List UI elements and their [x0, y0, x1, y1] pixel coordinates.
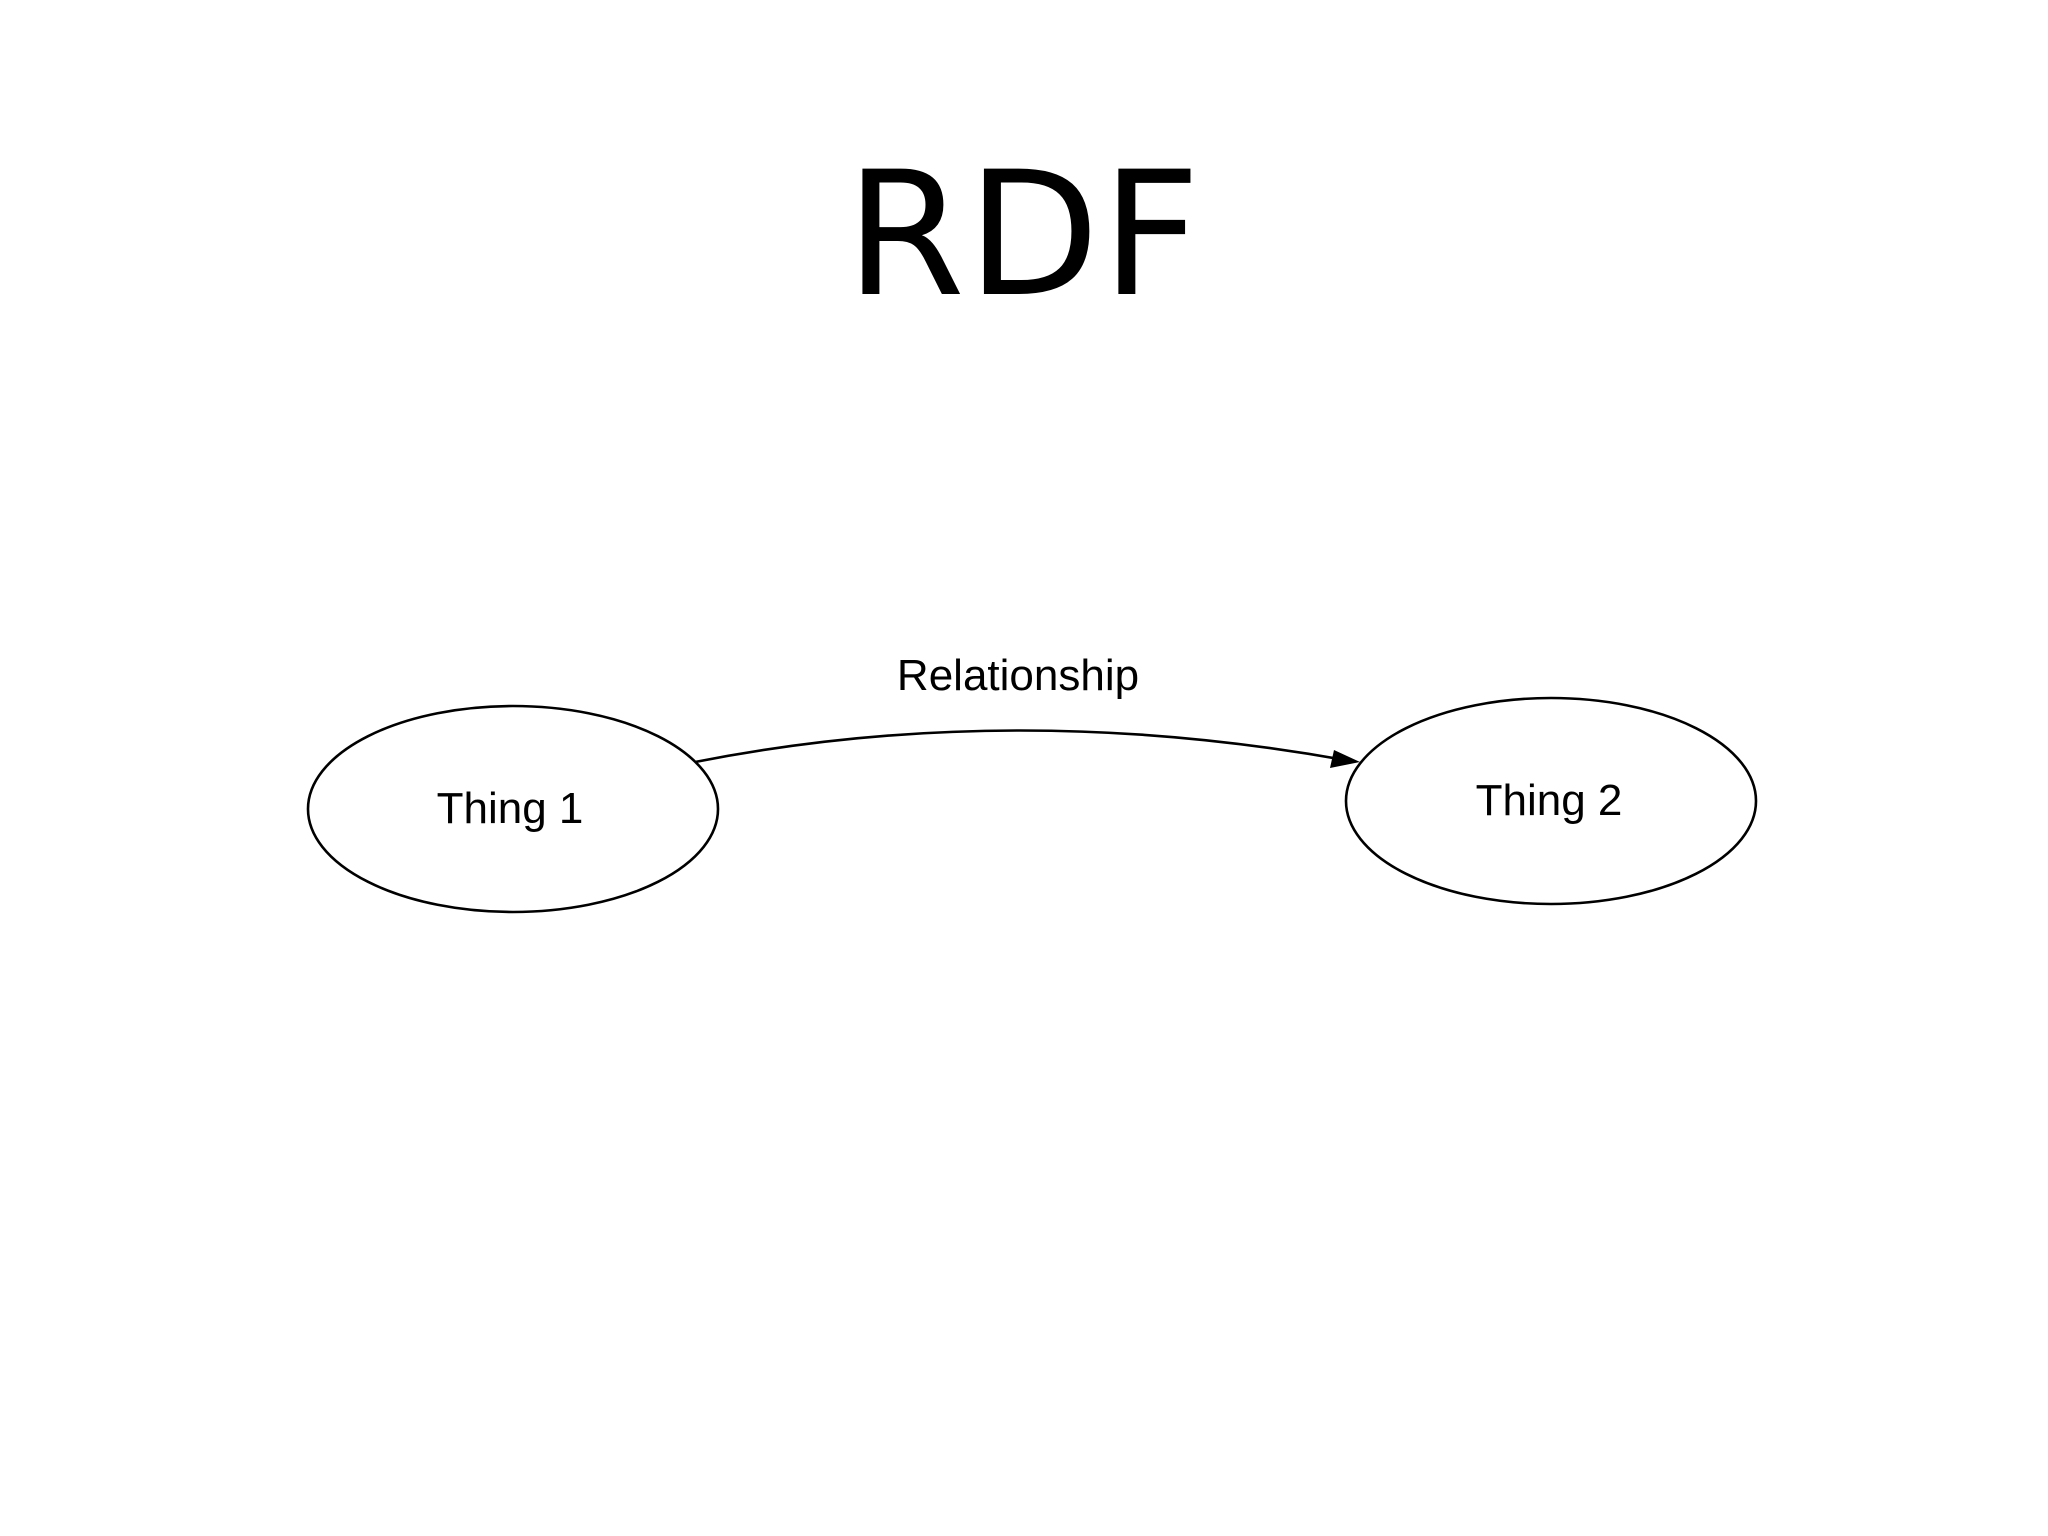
- node-label: Thing 2: [1476, 776, 1623, 825]
- arrowhead-icon: [1330, 750, 1360, 768]
- edge-relationship: Relationship: [694, 651, 1360, 768]
- node-ellipse: [306, 704, 720, 914]
- slide-title: RDF: [845, 134, 1203, 335]
- node-thing-2: Thing 2: [1344, 696, 1758, 906]
- edge-label: Relationship: [897, 651, 1139, 700]
- node-label: Thing 1: [437, 784, 584, 833]
- node-ellipse: [1344, 696, 1758, 906]
- edge-arrow-line: [694, 729, 1346, 764]
- node-thing-1: Thing 1: [306, 704, 720, 914]
